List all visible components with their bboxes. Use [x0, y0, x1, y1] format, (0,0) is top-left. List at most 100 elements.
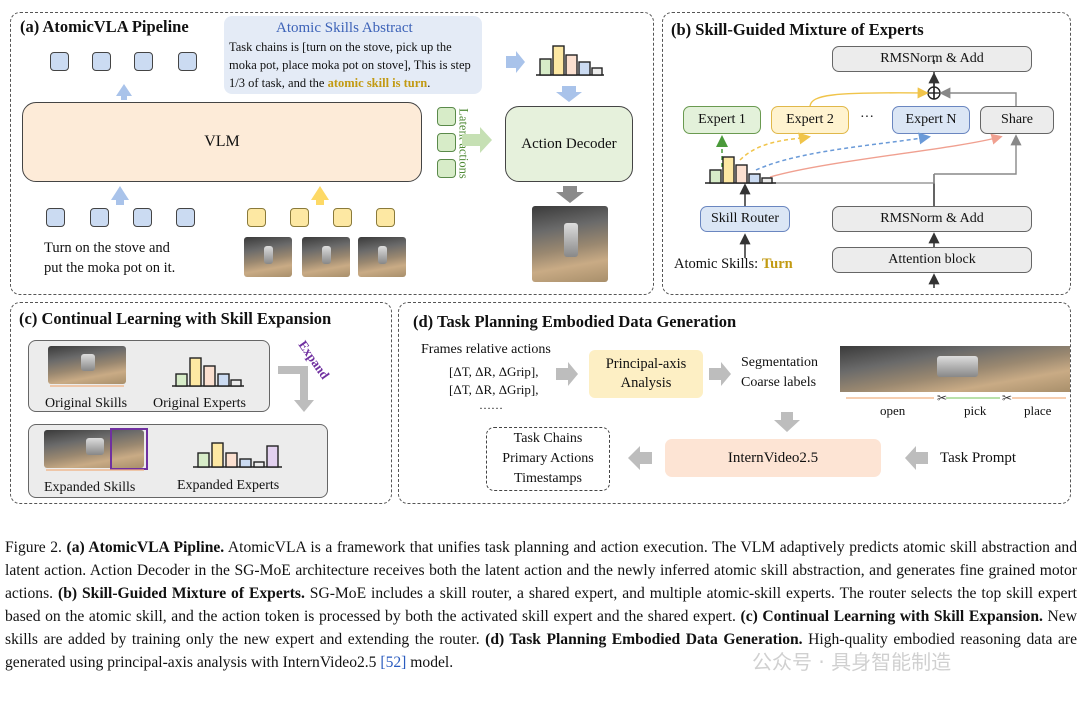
- coarse-labels-label: Coarse labels: [741, 375, 817, 390]
- robot-result-image: [532, 206, 608, 282]
- expanded-skills-image: [44, 430, 144, 468]
- instruction-line-1: Turn on the stove and: [44, 240, 170, 256]
- instruction-line-2: put the moka pot on it.: [44, 260, 176, 276]
- watermark: 公众号 · 具身智能制造: [752, 650, 952, 674]
- frames-line-2: [ΔT, ΔR, ΔGrip],: [449, 382, 539, 397]
- action-decoder: Action Decoder: [505, 106, 633, 182]
- up-arrow: [111, 186, 129, 205]
- caption-b-title: (b) Skill-Guided Mixture of Experts.: [58, 585, 305, 603]
- expand-arrow: [278, 366, 314, 412]
- vlm-block: VLM: [22, 102, 422, 182]
- panel-d-title: (d) Task Planning Embodied Data Generati…: [413, 312, 737, 331]
- left-arrow: [905, 446, 928, 470]
- cut-icon: ✂: [937, 391, 947, 405]
- expanded-experts-label: Expanded Experts: [177, 478, 280, 493]
- right-arrow: [556, 362, 578, 386]
- action-decoder-label: Action Decoder: [521, 135, 617, 152]
- atomic-skills-label: Atomic Skills:: [674, 256, 759, 272]
- internvideo-label: InternVideo2.5: [727, 449, 819, 466]
- text-token: [176, 208, 195, 227]
- share-label: Share: [1001, 112, 1033, 127]
- expert-1-label: Expert 1: [698, 112, 746, 127]
- segment-open: open: [880, 403, 906, 418]
- attention-label: Attention block: [888, 252, 976, 267]
- panel-b: [662, 12, 1071, 295]
- principal-line-1: Principal-axis: [605, 356, 687, 372]
- expert-2-label: Expert 2: [786, 112, 834, 127]
- panel-b-title: (b) Skill-Guided Mixture of Experts: [671, 20, 924, 39]
- image-token: [290, 208, 309, 227]
- down-arrow: [556, 86, 582, 102]
- caption-a-title: (a) AtomicVLA Pipline.: [66, 539, 225, 556]
- abstract-body: Task chains is [turn on the stove, pick …: [229, 40, 471, 90]
- expanded-skills-label: Expanded Skills: [44, 480, 136, 495]
- output-token: [134, 52, 153, 71]
- router-score-bars: [705, 156, 776, 184]
- observation-image: [358, 237, 406, 277]
- latent-token: [437, 159, 456, 178]
- principal-line-2: Analysis: [620, 375, 672, 391]
- latent-token: [437, 133, 456, 152]
- rmsnorm-top-label: RMSNorm & Add: [880, 51, 984, 66]
- output-token: [178, 52, 197, 71]
- latent-token: [437, 107, 456, 126]
- right-arrow: [462, 127, 492, 153]
- internvideo-box: InternVideo2.5: [665, 439, 881, 477]
- caption-d-title: (d) Task Planning Embodied Data Generati…: [485, 631, 803, 649]
- original-expert-bars: [172, 357, 244, 387]
- rmsnorm-add-top: RMSNorm & Add: [832, 46, 1032, 72]
- attention-block: Attention block: [832, 247, 1032, 273]
- frames-label: Frames relative actions: [421, 342, 551, 357]
- caption-c-title: (c) Continual Learning with Skill Expans…: [740, 608, 1043, 626]
- principal-axis-box: Principal-axis Analysis: [589, 350, 703, 398]
- frames-line-1: [ΔT, ΔR, ΔGrip],: [449, 364, 539, 379]
- right-arrow: [709, 362, 731, 386]
- atomic-skills-input: Atomic Skills: Turn: [674, 256, 793, 273]
- output-token: [50, 52, 69, 71]
- vlm-label: VLM: [204, 133, 240, 150]
- skill-span-arrows: [46, 385, 144, 471]
- caption-fig: Figure 2.: [5, 539, 62, 556]
- text-token: [133, 208, 152, 227]
- panel-c: [10, 302, 392, 504]
- video-frames-strip: [840, 346, 1070, 392]
- task-prompt-label: Task Prompt: [940, 450, 1017, 466]
- panel-d: [398, 302, 1071, 504]
- frames-line-3: ……: [479, 398, 503, 412]
- expert-1: Expert 1: [683, 106, 761, 134]
- cut-icon: ✂: [1002, 391, 1012, 405]
- caption-d-text: High-quality embodied reasoning data are…: [5, 631, 1078, 672]
- expert-n-label: Expert N: [905, 112, 957, 127]
- left-arrow: [628, 446, 652, 470]
- original-skills-image: [48, 346, 126, 384]
- output-line-1: Task Chains: [513, 431, 583, 446]
- caption-a-text: AtomicVLA is a framework that unifies ta…: [5, 539, 1078, 603]
- caption-ref-link[interactable]: [52]: [380, 654, 407, 672]
- rmsnorm-add-bottom: RMSNorm & Add: [832, 206, 1032, 232]
- up-arrow: [311, 186, 329, 205]
- atomic-skills-abstract-box: [224, 16, 482, 94]
- image-token: [247, 208, 266, 227]
- output-box: Task Chains Primary Actions Timestamps: [486, 427, 610, 491]
- caption-c-text: New skills are added by training only th…: [5, 608, 1077, 649]
- segmentation-label: Segmentation: [741, 355, 818, 370]
- abstract-title: Atomic Skills Abstract: [276, 20, 413, 36]
- segment-place: place: [1024, 403, 1052, 418]
- image-token: [333, 208, 352, 227]
- segment-pick: pick: [964, 403, 987, 418]
- observation-image: [302, 237, 350, 277]
- output-token: [92, 52, 111, 71]
- new-skill-highlight: [110, 428, 148, 470]
- skill-router-label: Skill Router: [710, 211, 780, 226]
- abstract-end: .: [427, 76, 431, 90]
- up-arrow: [116, 84, 132, 100]
- output-line-2: Primary Actions: [502, 451, 594, 466]
- image-token: [376, 208, 395, 227]
- expert-n: Expert N: [892, 106, 970, 134]
- atomic-skills-value: Turn: [761, 256, 793, 272]
- panel-a-title: (a) AtomicVLA Pipeline: [20, 17, 189, 36]
- share-expert: Share: [980, 106, 1054, 134]
- observation-image: [244, 237, 292, 277]
- right-arrow: [506, 51, 525, 73]
- output-line-3: Timestamps: [514, 471, 582, 486]
